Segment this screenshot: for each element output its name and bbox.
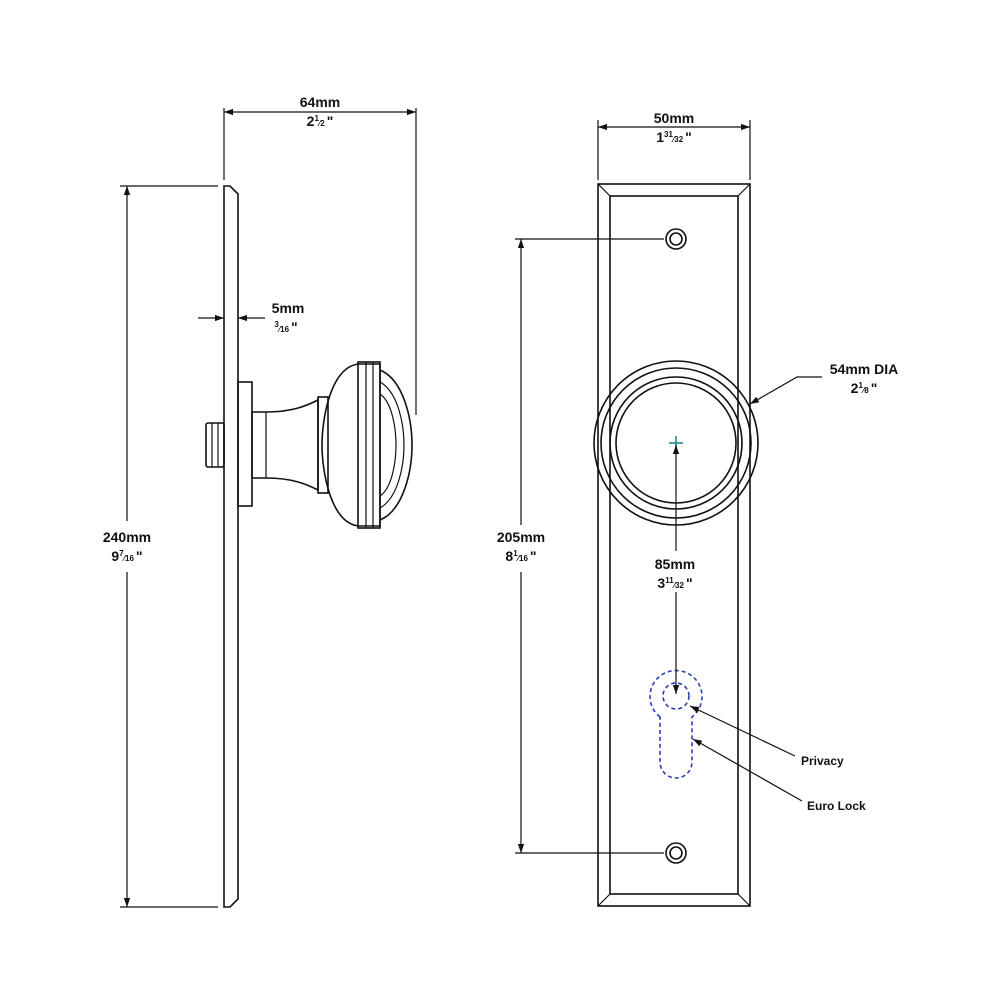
privacy-leader [689,705,796,757]
width-inch-label: 131⁄32" [656,129,692,145]
projection-mm-label: 64mm [300,94,340,110]
thickness-inch-label: 3⁄16" [274,319,297,335]
side-knob-collar [317,396,329,494]
projection-inch-label: 21⁄2" [307,113,334,129]
centres-inch-label: 81⁄16" [505,548,536,564]
side-spindle-stub [205,422,225,468]
euro-lock-cylinder-outline [649,669,703,779]
euro-lock-leader [692,738,803,802]
rose-diameter-inch-label: 21⁄8" [851,380,878,396]
side-knob-face [379,369,413,521]
side-rose [237,381,253,507]
bottom-screw-hole [665,842,687,864]
euro-lock-callout-label: Euro Lock [807,799,866,813]
front-backplate-inner [609,195,739,895]
side-view: 64mm 21⁄2" 240mm 97⁄16" 5mm 3⁄16" [103,94,417,908]
top-screw-hole [665,228,687,250]
thickness-mm-label: 5mm [272,300,305,316]
privacy-callout-label: Privacy [801,754,844,768]
rose-diameter-leader [749,376,822,405]
front-backplate-outer [597,183,751,907]
privacy-turn-outline [662,682,690,710]
rose-diameter-mm-label: 54mm DIA [830,361,898,377]
side-knob-neck [251,398,319,492]
side-backplate [223,185,239,908]
side-knob-band [357,361,381,529]
height-inch-label: 97⁄16" [111,548,142,564]
backset-mm-label: 85mm [655,556,695,572]
centres-mm-label: 205mm [497,529,545,545]
width-mm-label: 50mm [654,110,694,126]
height-mm-label: 240mm [103,529,151,545]
side-knob-head [321,363,381,527]
front-view: 85mm 311⁄32" 50mm 131⁄32" 205mm 81⁄16" 5… [497,110,898,907]
backset-inch-label: 311⁄32" [657,575,692,591]
